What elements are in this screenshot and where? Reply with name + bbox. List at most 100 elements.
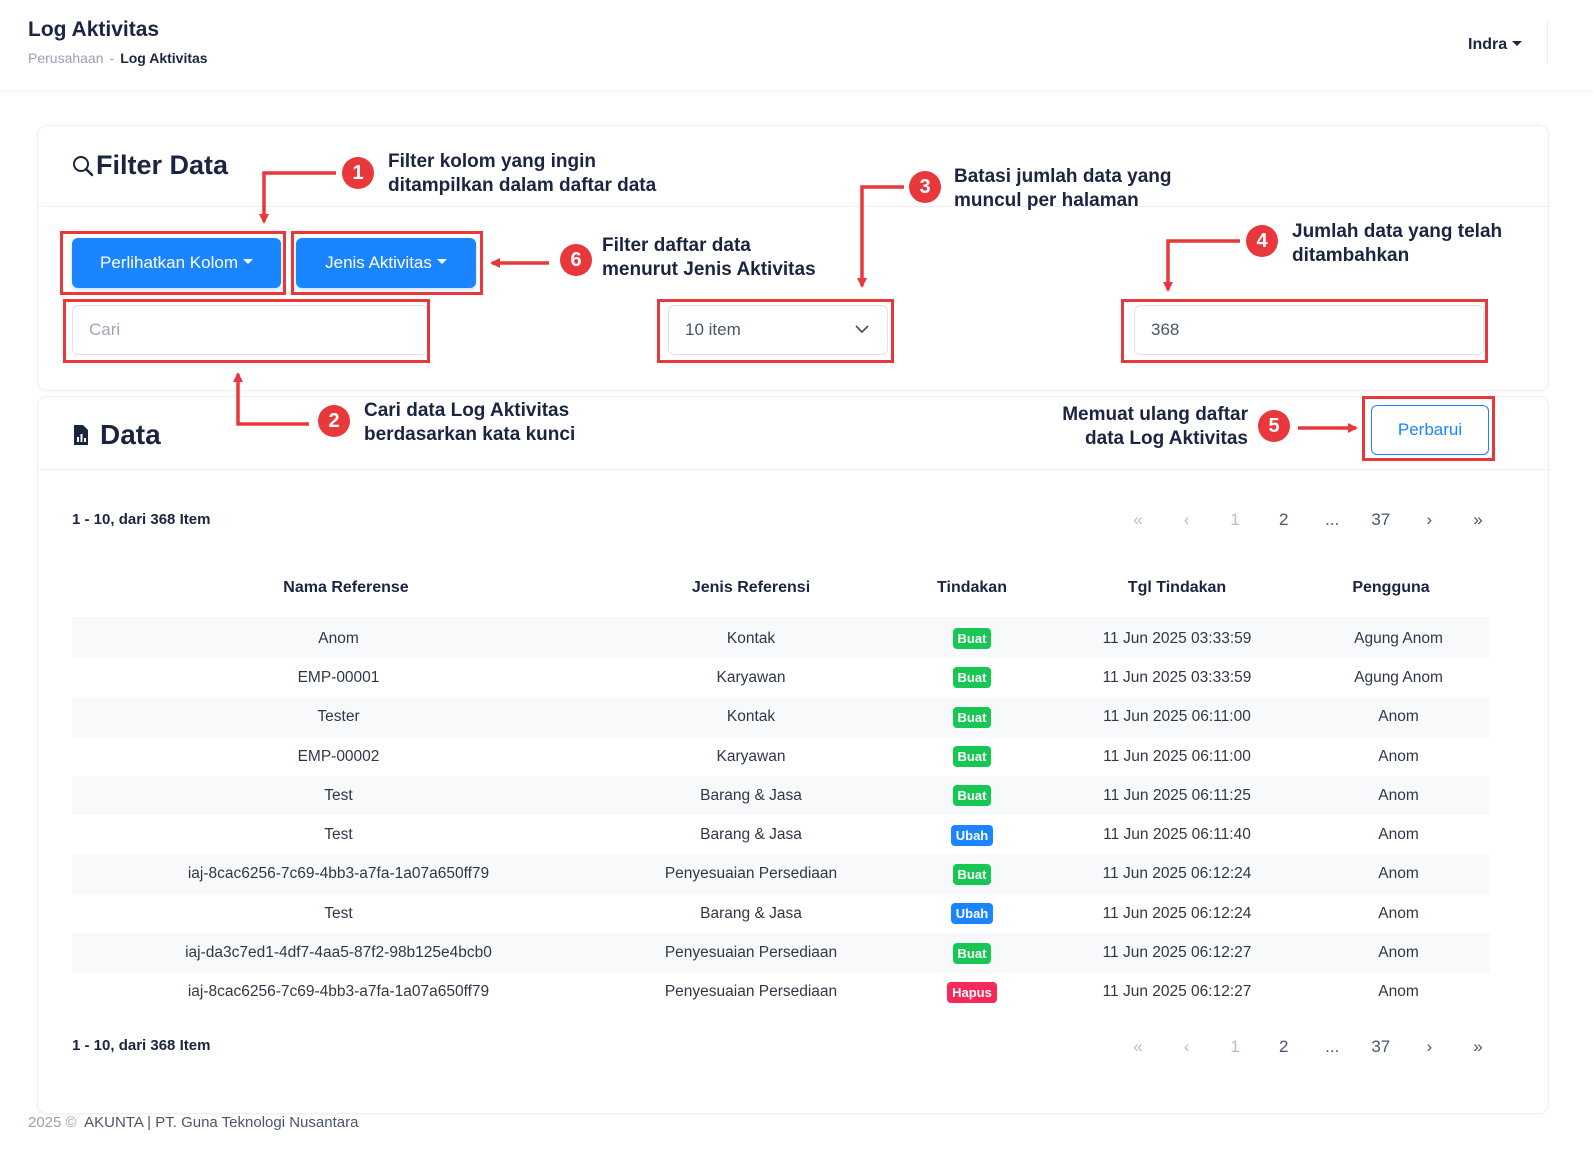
column-header[interactable]: Pengguna <box>1352 578 1430 596</box>
page-2-button[interactable]: 2 <box>1278 510 1289 529</box>
column-header[interactable]: Nama Referense <box>283 578 409 596</box>
search-icon <box>73 155 94 176</box>
cell-reference-name: iaj-8cac6256-7c69-4bb3-a7fa-1a07a650ff79 <box>187 865 490 883</box>
cell-user: Anom <box>1378 786 1419 804</box>
cell-reference-name: Test <box>324 904 353 922</box>
last-page-button[interactable]: » <box>1473 510 1483 529</box>
annotation-line: muncul per halaman <box>954 190 1139 211</box>
pagination-top: « ‹ 1 2 ... 37 › » <box>1123 505 1493 535</box>
caret-down-icon <box>436 259 447 264</box>
annotation-number: 3 <box>909 171 941 203</box>
page-size-select[interactable]: 10 item <box>668 305 888 355</box>
annotation-number: 5 <box>1258 410 1290 442</box>
prev-page-button[interactable]: ‹ <box>1183 1037 1190 1056</box>
page-2-button[interactable]: 2 <box>1278 1037 1289 1056</box>
cell-action-date: 11 Jun 2025 06:12:27 <box>1102 944 1252 962</box>
cell-action-date: 11 Jun 2025 06:12:27 <box>1102 983 1252 1001</box>
cell-user: Anom <box>1378 826 1419 844</box>
prev-page-button[interactable]: ‹ <box>1183 510 1190 529</box>
search-input[interactable]: Cari <box>72 305 428 355</box>
action-badge: Buat <box>952 706 992 728</box>
caret-down-icon <box>1512 40 1523 46</box>
filter-title: Filter Data <box>72 150 228 181</box>
action-badge: Buat <box>952 746 992 768</box>
cell-reference-type: Barang & Jasa <box>700 826 802 844</box>
activity-type-button[interactable]: Jenis Aktivitas <box>296 238 476 288</box>
cell-reference-name: Test <box>324 786 353 804</box>
first-page-button[interactable]: « <box>1133 1037 1143 1056</box>
cell-action: Buat <box>897 785 1047 807</box>
annotation-line: berdasarkan kata kunci <box>364 424 576 445</box>
next-page-button[interactable]: › <box>1426 1037 1433 1056</box>
cell-action-date: 11 Jun 2025 06:11:40 <box>1103 826 1251 844</box>
action-badge: Ubah <box>950 903 994 925</box>
show-columns-button[interactable]: Perlihatkan Kolom <box>72 238 281 288</box>
cell-action: Ubah <box>897 824 1047 846</box>
highlight-box <box>1121 299 1488 363</box>
column-header[interactable]: Tindakan <box>937 578 1007 596</box>
breadcrumb-parent[interactable]: Perusahaan <box>28 50 104 66</box>
filter-card: Filter Data Perlihatkan Kolom Jenis Akti… <box>37 125 1549 391</box>
annotation-note: Cari data Log Aktivitas berdasarkan kata … <box>364 399 575 447</box>
cell-reference-type: Barang & Jasa <box>700 904 802 922</box>
page-ellipsis: ... <box>1325 1037 1340 1056</box>
page-1-button[interactable]: 1 <box>1230 510 1240 529</box>
highlight-box <box>1362 396 1495 461</box>
cell-action-date: 11 Jun 2025 06:11:00 <box>1103 747 1251 765</box>
annotation-line: menurut Jenis Aktivitas <box>602 259 816 280</box>
cell-reference-name: Tester <box>317 708 360 726</box>
cell-reference-type: Penyesuaian Persediaan <box>664 865 838 883</box>
highlight-box <box>60 231 286 295</box>
column-header[interactable]: Tgl Tindakan <box>1127 578 1227 596</box>
cell-reference-name: EMP-00002 <box>297 747 380 765</box>
cell-reference-type: Kontak <box>726 629 776 647</box>
refresh-button[interactable]: Perbarui <box>1371 405 1489 455</box>
highlight-box <box>291 231 483 295</box>
pagination-bottom: « ‹ 1 2 ... 37 › » <box>1123 1032 1493 1062</box>
column-header[interactable]: Jenis Referensi <box>691 578 811 596</box>
next-page-button[interactable]: › <box>1426 510 1433 529</box>
action-badge: Ubah <box>950 824 994 846</box>
table-row[interactable]: iaj-8cac6256-7c69-4bb3-a7fa-1a07a650ff79… <box>72 973 1490 1012</box>
table-header: Nama Referense Jenis Referensi Tindakan … <box>72 557 1490 619</box>
cell-reference-name: Anom <box>318 629 359 647</box>
first-page-button[interactable]: « <box>1133 510 1143 529</box>
page-37-button[interactable]: 37 <box>1371 1037 1391 1056</box>
table-row[interactable]: Test Barang & Jasa Ubah 11 Jun 2025 06:12:2… <box>72 894 1490 933</box>
action-badge: Buat <box>952 942 992 964</box>
cell-reference-name: iaj-da3c7ed1-4df7-4aa5-87f2-98b125e4bcb0 <box>185 944 492 962</box>
user-menu[interactable]: Indra <box>1468 36 1523 54</box>
cell-user: Anom <box>1378 865 1419 883</box>
cell-reference-type: Penyesuaian Persediaan <box>664 983 838 1001</box>
annotation-line: ditambahkan <box>1292 245 1410 266</box>
annotation-line: Cari data Log Aktivitas <box>364 400 570 421</box>
table-row[interactable]: iaj-da3c7ed1-4df7-4aa5-87f2-98b125e4bcb0… <box>72 933 1490 973</box>
highlight-box <box>657 299 894 363</box>
activity-table: Nama Referense Jenis Referensi Tindakan … <box>72 557 1490 1012</box>
cell-user: Anom <box>1378 747 1419 765</box>
annotation-number: 6 <box>560 244 592 276</box>
cell-action-date: 11 Jun 2025 06:12:24 <box>1102 904 1252 922</box>
last-page-button[interactable]: » <box>1473 1037 1483 1056</box>
footer: 2025 © AKUNTA | PT. Guna Teknologi Nusan… <box>28 1114 358 1131</box>
page-37-button[interactable]: 37 <box>1371 510 1391 529</box>
table-row[interactable]: iaj-8cac6256-7c69-4bb3-a7fa-1a07a650ff79… <box>72 854 1490 895</box>
cell-action: Buat <box>897 942 1047 964</box>
page-1-button[interactable]: 1 <box>1230 1037 1240 1056</box>
divider <box>38 206 1548 207</box>
action-badge: Buat <box>952 628 992 650</box>
cell-action: Buat <box>897 706 1047 728</box>
annotation-number: 4 <box>1246 225 1278 257</box>
cell-reference-name: EMP-00001 <box>297 668 380 686</box>
cell-action-date: 11 Jun 2025 03:33:59 <box>1102 629 1252 647</box>
